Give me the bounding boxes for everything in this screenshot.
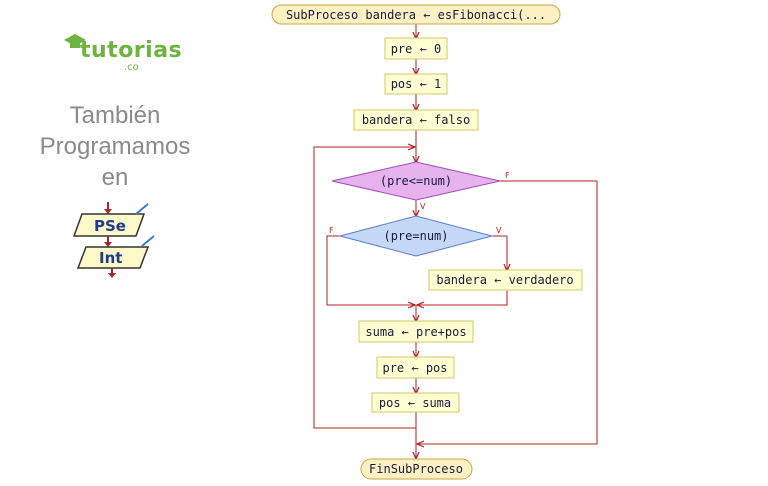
flow-step-pre-0: pre ← 0	[384, 37, 448, 60]
flow-step-bandera-verdadero: bandera ← verdadero	[428, 269, 583, 291]
left-promo-panel: tutorias .co También Programamos en PSe …	[0, 0, 240, 486]
flow-start-terminal: SubProceso bandera ← esFibonacci(...	[271, 4, 561, 25]
flow-end-label: FinSubProceso	[369, 462, 463, 476]
pseint-logo-top: PSe	[94, 217, 126, 235]
pseint-logo[interactable]: PSe Int	[72, 200, 162, 280]
promo-line-1: También	[69, 102, 161, 129]
flow-outer-false-label: F	[505, 171, 510, 180]
flow-decision-outer: (pre<=num)	[331, 161, 501, 201]
flow-inner-true-label: V	[496, 226, 502, 235]
flow-step-pre-pos-label: pre ← pos	[382, 361, 447, 375]
promo-text: También Programamos en	[20, 100, 210, 193]
flow-step-pos-1: pos ← 1	[384, 73, 448, 95]
flow-step-suma: suma ← pre+pos	[358, 320, 474, 343]
promo-line-2: Programamos	[39, 133, 191, 160]
flow-step-bandera-verdadero-label: bandera ← verdadero	[436, 273, 573, 287]
flow-connectors	[313, 24, 598, 458]
flow-step-pos-suma: pos ← suma	[371, 392, 460, 413]
flow-step-pre-pos: pre ← pos	[376, 356, 455, 379]
flow-decision-inner-label: (pre=num)	[383, 229, 448, 243]
flow-inner-false-label: F	[329, 226, 334, 235]
promo-line-3: en	[101, 164, 129, 191]
flow-decision-inner: (pre=num)	[338, 215, 494, 257]
flow-step-pre-0-label: pre ← 0	[391, 42, 442, 56]
flow-decision-outer-label: (pre<=num)	[380, 174, 452, 188]
tutorias-logo[interactable]: tutorias	[80, 38, 183, 63]
flow-step-pos-suma-label: pos ← suma	[379, 396, 451, 410]
pseint-logo-bottom: Int	[99, 249, 122, 267]
flow-step-bandera-falso: bandera ← falso	[353, 109, 479, 131]
flow-step-suma-label: suma ← pre+pos	[365, 325, 466, 339]
flow-outer-true-label: V	[420, 202, 426, 211]
graduation-cap-icon	[64, 34, 86, 49]
flow-step-pos-1-label: pos ← 1	[391, 77, 442, 91]
flow-end-terminal: FinSubProceso	[360, 458, 473, 480]
flow-step-bandera-falso-label: bandera ← falso	[362, 113, 470, 127]
flow-start-label: SubProceso bandera ← esFibonacci(...	[286, 8, 546, 22]
tutorias-logo-domain: .co	[124, 62, 139, 73]
